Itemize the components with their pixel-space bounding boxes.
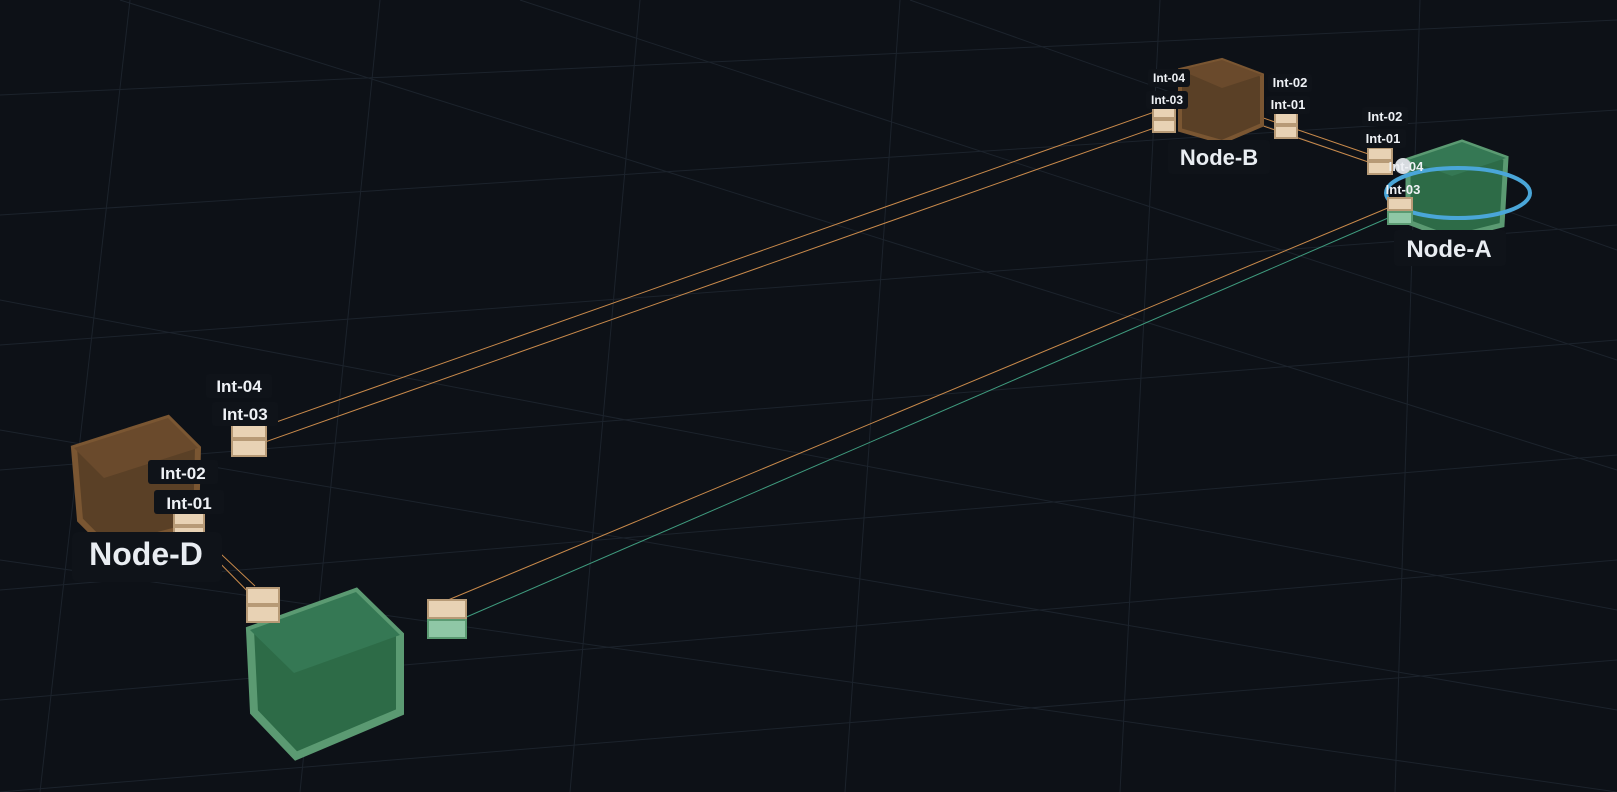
interface-label: Int-02 (1368, 109, 1403, 124)
interface-label: Int-01 (166, 494, 211, 513)
interface-label: Int-03 (222, 405, 267, 424)
interface-block[interactable] (231, 421, 267, 457)
node-b[interactable] (1178, 57, 1264, 145)
interface-label: Int-01 (1271, 97, 1306, 112)
node-label: Node-A (1406, 236, 1491, 263)
link-d-int03-b-int03[interactable] (247, 125, 1161, 449)
node-label: Node-B (1180, 145, 1258, 170)
interface-label: Int-04 (1389, 159, 1424, 174)
link-a-int03-c-teal[interactable] (447, 214, 1396, 626)
interface-label: Int-02 (1273, 75, 1308, 90)
node-label: Node-D (89, 536, 203, 572)
interface-label: Int-03 (1386, 182, 1421, 197)
interface-blocks (173, 105, 1413, 639)
interface-label: Int-02 (160, 464, 205, 483)
interface-label: Int-04 (216, 377, 262, 396)
node-labels: Node-B Node-A Node-D (72, 140, 1506, 582)
interface-label: Int-01 (1366, 131, 1401, 146)
link-d-int04-b-int04[interactable] (247, 109, 1161, 433)
interface-block[interactable] (1387, 197, 1413, 225)
interface-labels: Int-04 Int-03 Int-02 Int-01 Int-02 Int-0… (148, 69, 1424, 514)
interface-block[interactable] (246, 587, 280, 623)
links (139, 109, 1396, 626)
selection-handle[interactable] (1395, 158, 1411, 174)
link-a-int03-c-orange[interactable] (447, 204, 1396, 601)
node-c[interactable] (245, 587, 404, 761)
interface-block[interactable] (1274, 111, 1298, 139)
interface-block[interactable] (1152, 105, 1176, 133)
selection-ring (1384, 166, 1532, 220)
interface-block[interactable] (427, 599, 467, 639)
interface-label: Int-03 (1151, 93, 1183, 107)
interface-label: Int-04 (1153, 71, 1185, 85)
interface-block[interactable] (1367, 147, 1393, 175)
